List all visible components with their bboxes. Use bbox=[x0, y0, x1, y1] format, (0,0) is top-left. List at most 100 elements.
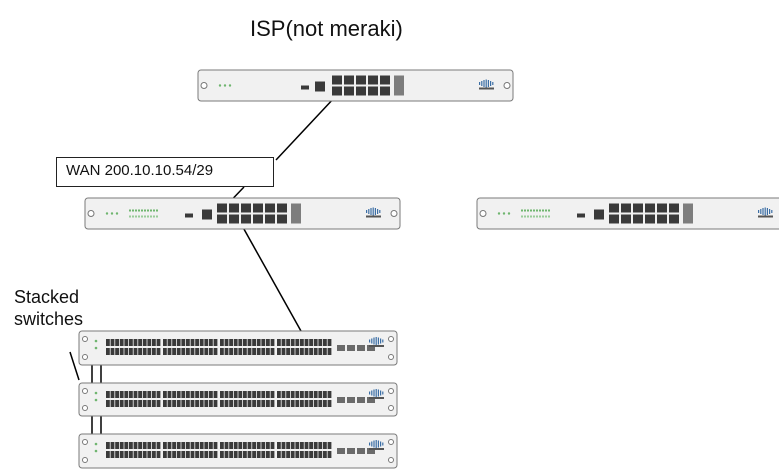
switch-3-ethernet-port-icon bbox=[106, 451, 110, 458]
switch-1-ethernet-port-icon bbox=[213, 348, 218, 355]
switch-2-ethernet-port-icon bbox=[323, 391, 327, 398]
switch-1-ethernet-port-icon bbox=[142, 348, 147, 355]
switch-3-ethernet-port-icon bbox=[286, 442, 290, 449]
switch-3-ethernet-port-icon bbox=[295, 442, 300, 449]
primary-appliance-ethernet-port-icon bbox=[241, 203, 251, 213]
switch-1-ethernet-port-icon bbox=[304, 348, 309, 355]
primary-appliance-ethernet-port-icon bbox=[265, 203, 275, 213]
switch-3-ethernet-port-icon bbox=[224, 451, 229, 458]
switch-1-ethernet-port-icon bbox=[167, 339, 172, 346]
secondary-appliance-ethernet-port-icon bbox=[621, 203, 631, 213]
switch-2-ethernet-port-icon bbox=[261, 400, 266, 407]
switch-1-ethernet-port-icon bbox=[256, 339, 261, 346]
switch-2-ethernet-port-icon bbox=[256, 391, 261, 398]
switch-2-ethernet-port-icon bbox=[156, 391, 161, 398]
switch-3-cisco-logo-icon bbox=[369, 440, 384, 450]
switch-2-ethernet-port-icon bbox=[252, 391, 256, 398]
switch-1-ethernet-port-icon bbox=[313, 348, 318, 355]
switch-3-ethernet-port-icon bbox=[115, 442, 119, 449]
switch-2-ethernet-port-icon bbox=[124, 400, 129, 407]
secondary-appliance-ethernet-port-icon bbox=[633, 203, 643, 213]
switch-2-ethernet-port-icon bbox=[119, 400, 124, 407]
switch-1-ethernet-port-icon bbox=[110, 348, 115, 355]
primary-appliance bbox=[84, 197, 401, 230]
switch-2-ethernet-port-icon bbox=[309, 391, 313, 398]
primary-appliance-ethernet-port-icon bbox=[241, 214, 251, 224]
switch-2-ethernet-port-icon bbox=[115, 400, 119, 407]
switch-1-ethernet-port-icon bbox=[129, 339, 133, 346]
switch-2-ethernet-port-icon bbox=[152, 400, 156, 407]
isp-router-ethernet-port-icon bbox=[344, 86, 354, 96]
switch-1-ethernet-port-icon bbox=[152, 348, 156, 355]
isp-router bbox=[197, 69, 514, 102]
switch-1-ethernet-port-icon bbox=[323, 339, 327, 346]
switch-3-ethernet-port-icon bbox=[156, 451, 161, 458]
switch-1-ethernet-port-icon bbox=[124, 339, 129, 346]
switch-3-ethernet-port-icon bbox=[176, 442, 181, 449]
switch-3-ethernet-port-icon bbox=[167, 451, 172, 458]
switch-3-ethernet-port-icon bbox=[270, 451, 275, 458]
diagram-title: ISP(not meraki) bbox=[250, 16, 403, 41]
switch-3-ethernet-port-icon bbox=[233, 442, 238, 449]
primary-appliance-ethernet-port-icon bbox=[229, 214, 239, 224]
switch-1-ethernet-port-icon bbox=[129, 348, 133, 355]
switch-1-ethernet-port-icon bbox=[266, 339, 270, 346]
switch-3-ethernet-port-icon bbox=[270, 442, 275, 449]
switch-3-ethernet-port-icon bbox=[119, 451, 124, 458]
primary-appliance-ethernet-port-icon bbox=[277, 203, 287, 213]
switch-3-ethernet-port-icon bbox=[256, 451, 261, 458]
switch-2-ethernet-port-icon bbox=[147, 400, 152, 407]
switch-1-ethernet-port-icon bbox=[142, 339, 147, 346]
switch-2-ethernet-port-icon bbox=[124, 391, 129, 398]
switch-1-ethernet-port-icon bbox=[220, 348, 224, 355]
switch-2-ethernet-port-icon bbox=[199, 400, 204, 407]
switch-3-ethernet-port-icon bbox=[323, 451, 327, 458]
switch-1-ethernet-port-icon bbox=[243, 348, 247, 355]
isp-router-ethernet-port-icon bbox=[380, 75, 390, 85]
switch-1-ethernet-port-icon bbox=[176, 348, 181, 355]
switch-3-ethernet-port-icon bbox=[181, 451, 186, 458]
switch-3-ethernet-port-icon bbox=[209, 442, 213, 449]
switch-3-ethernet-port-icon bbox=[172, 442, 176, 449]
switch-1-ethernet-port-icon bbox=[243, 339, 247, 346]
switch-2-ethernet-port-icon bbox=[209, 391, 213, 398]
switch-1-ethernet-port-icon bbox=[277, 339, 281, 346]
secondary-appliance-ethernet-port-icon bbox=[645, 214, 655, 224]
switch-3-ethernet-port-icon bbox=[124, 451, 129, 458]
switch-1-ethernet-port-icon bbox=[176, 339, 181, 346]
switch-2-ethernet-port-icon bbox=[304, 391, 309, 398]
secondary-appliance-status-led-icon bbox=[507, 212, 511, 215]
switch-3-ethernet-port-icon bbox=[323, 442, 327, 449]
switch-2-ethernet-port-icon bbox=[266, 400, 270, 407]
switch-2-ethernet-port-icon bbox=[133, 391, 138, 398]
switch-3-ethernet-port-icon bbox=[190, 451, 195, 458]
switch-3-ethernet-port-icon bbox=[243, 451, 247, 458]
switch-2-ethernet-port-icon bbox=[300, 391, 304, 398]
switch-3-ethernet-port-icon bbox=[133, 451, 138, 458]
switch-2-uplink-port-icon bbox=[337, 397, 345, 403]
isp-router-mgmt-port-icon bbox=[315, 81, 325, 92]
switch-2-ethernet-port-icon bbox=[300, 400, 304, 407]
switch-3-ethernet-port-icon bbox=[195, 451, 199, 458]
switch-3-ethernet-port-icon bbox=[152, 442, 156, 449]
secondary-appliance-status-led-icon bbox=[497, 212, 501, 215]
switch-1-ethernet-port-icon bbox=[172, 348, 176, 355]
switch-2-ethernet-port-icon bbox=[156, 400, 161, 407]
switch-3-ethernet-port-icon bbox=[186, 442, 190, 449]
switch-2-ethernet-port-icon bbox=[119, 391, 124, 398]
stack-cable-left bbox=[69, 351, 80, 381]
switch-2-uplink-port-icon bbox=[357, 397, 365, 403]
switch-1-ethernet-port-icon bbox=[229, 339, 233, 346]
switch-1-ethernet-port-icon bbox=[181, 348, 186, 355]
switch-2-ethernet-port-icon bbox=[281, 391, 286, 398]
switch-2-ethernet-port-icon bbox=[286, 400, 290, 407]
isp-router-usb-port-icon bbox=[301, 85, 309, 90]
secondary-appliance-ethernet-port-icon bbox=[645, 203, 655, 213]
switch-2-ethernet-port-icon bbox=[176, 400, 181, 407]
switch-2-ethernet-port-icon bbox=[181, 391, 186, 398]
switch-2-ethernet-port-icon bbox=[190, 391, 195, 398]
switch-3-ethernet-port-icon bbox=[199, 442, 204, 449]
primary-appliance-ethernet-port-icon bbox=[217, 214, 227, 224]
switch-1-ethernet-port-icon bbox=[209, 348, 213, 355]
switch-2-ethernet-port-icon bbox=[220, 391, 224, 398]
